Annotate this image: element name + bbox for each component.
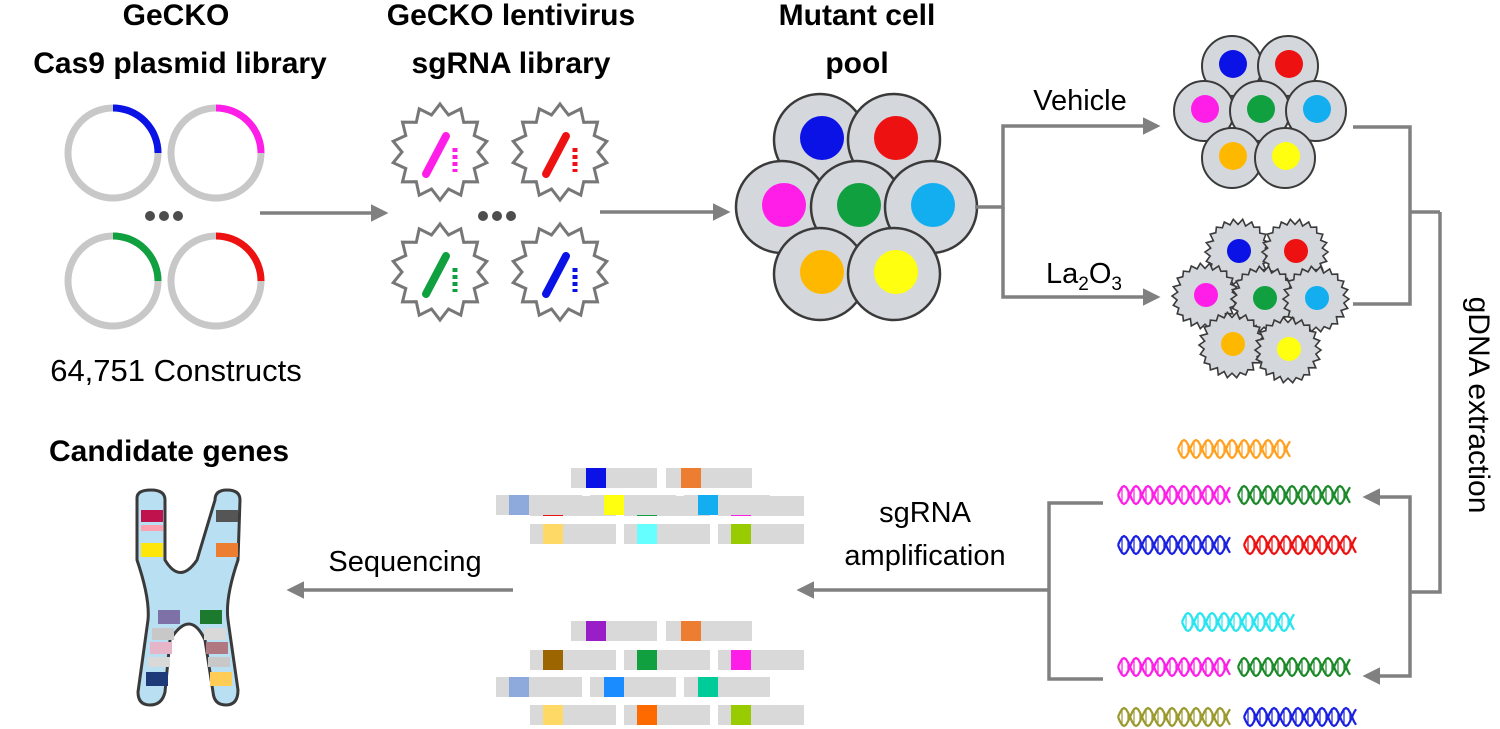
plasmid-ring-group <box>64 104 265 330</box>
dna-helix-blue-2 <box>1242 706 1357 728</box>
read-row <box>571 621 752 641</box>
gdna-extraction-connector <box>1353 125 1442 685</box>
mutant-pool-title-line2: pool <box>825 47 888 80</box>
gdna-extraction-label: gDNA extraction <box>1462 297 1495 514</box>
plasmid-ring-green <box>64 232 162 330</box>
dna-helix-red <box>1242 534 1357 556</box>
read-row <box>571 468 752 488</box>
dna-helix-magenta-2 <box>1116 656 1231 678</box>
mutant-cell-pool <box>734 92 979 322</box>
vehicle-cell-cluster <box>1173 35 1347 189</box>
plasmid-ring-blue <box>64 104 162 202</box>
read-row <box>530 650 804 670</box>
la2o3-cell-cluster <box>1170 217 1351 385</box>
lentivirus-library-title-line1: GeCKO lentivirus <box>387 0 635 32</box>
la2o3-cell-cyan <box>1281 264 1351 334</box>
dna-helix-group <box>1116 438 1357 728</box>
lentivirus-particle-green <box>390 221 490 323</box>
plasmid-ring-red <box>167 232 265 330</box>
pool-cell-orange <box>772 226 868 322</box>
read-row <box>530 524 804 544</box>
dna-helix-olive <box>1116 706 1231 728</box>
sgrna-amplification-label-line1: sgRNA <box>879 497 972 529</box>
la2o3-label: La2O3 <box>1046 258 1122 295</box>
construct-count-label: 64,751 Constructs <box>50 353 302 388</box>
lentivirus-particle-red <box>510 101 610 203</box>
read-row <box>496 495 770 515</box>
chromosome-icon <box>135 488 242 707</box>
plasmid-ellipsis <box>145 211 183 221</box>
read-row <box>496 677 770 697</box>
pool-cell-yellow <box>846 226 942 322</box>
treatment-branch-arrows <box>975 117 1161 306</box>
lentivirus-particle-blue <box>510 221 610 323</box>
lentivirus-library-title: GeCKO lentivirus sgRNA library <box>387 0 635 80</box>
plasmid-ring-magenta <box>167 104 265 202</box>
vehicle-cell-orange <box>1201 127 1263 189</box>
dna-helix-green <box>1236 484 1351 506</box>
vehicle-cell-blue <box>1201 35 1263 97</box>
dna-helix-cyan <box>1180 611 1295 633</box>
la2o3-cell-yellow <box>1253 315 1323 385</box>
sequencing-label: Sequencing <box>328 546 481 578</box>
plasmid-library-title-line1: GeCKO <box>123 0 230 32</box>
sgrna-read-group-top <box>496 468 804 544</box>
vehicle-cell-red <box>1257 35 1319 97</box>
dna-helix-orange <box>1176 438 1291 460</box>
dna-helix-magenta <box>1116 484 1231 506</box>
sgrna-read-group-bottom <box>496 621 804 725</box>
dna-helix-green-2 <box>1236 656 1351 678</box>
vehicle-label: Vehicle <box>1033 85 1127 117</box>
la2o3-cell-orange <box>1197 310 1267 380</box>
amplification-connector <box>796 501 1103 681</box>
vehicle-cell-magenta <box>1173 80 1235 142</box>
candidate-genes-title: Candidate genes <box>49 435 289 468</box>
plasmid-library-title-line2: Cas9 plasmid library <box>33 47 327 80</box>
lentivirus-particle-magenta <box>390 101 490 203</box>
lentivirus-library-title-line2: sgRNA library <box>412 47 611 80</box>
mutant-pool-title: Mutant cell pool <box>779 0 936 80</box>
lentivirus-particle-group <box>390 101 610 323</box>
plasmid-library-title: GeCKO Cas9 plasmid library <box>33 0 327 80</box>
mutant-pool-title-line1: Mutant cell <box>779 0 936 32</box>
vehicle-cell-yellow <box>1254 127 1316 189</box>
sgrna-amplification-label-line2: amplification <box>844 540 1005 572</box>
read-row <box>530 705 804 725</box>
dna-helix-blue <box>1116 534 1231 556</box>
lentivirus-ellipsis <box>478 211 516 221</box>
vehicle-cell-cyan <box>1285 80 1347 142</box>
